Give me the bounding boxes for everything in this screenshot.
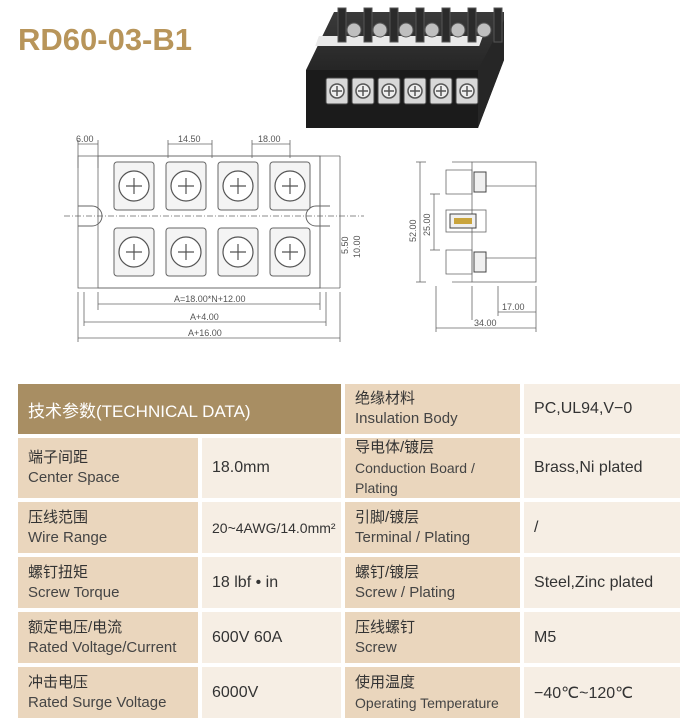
dim-end: 6.00	[76, 134, 94, 144]
dim-pitch-b: 18.00	[258, 134, 281, 144]
screw-torque-value: 18 lbf • in	[200, 555, 346, 612]
conduction-board-value: Brass,Ni plated	[522, 436, 681, 502]
screw-torque-label-cn: 螺钉扭矩	[28, 563, 89, 581]
rated-voltage-label-cn: 额定电压/电流	[28, 618, 123, 636]
center-space-label: 端子间距 Center Space	[18, 436, 202, 502]
rated-voltage-label-en: Rated Voltage/Current	[28, 638, 177, 656]
surge-voltage-label: 冲击电压 Rated Surge Voltage	[18, 665, 202, 722]
side-view-drawing: 52.00 25.00 17.00 34.00	[408, 161, 537, 332]
table-row: 额定电压/电流 Rated Voltage/Current 600V 60A 压…	[18, 610, 681, 667]
product-photo	[306, 7, 504, 128]
dim-depth-small: 17.00	[502, 302, 525, 312]
insulation-label: 绝缘材料 Insulation Body	[343, 384, 525, 438]
conduction-board-label-cn: 导电体/镀层	[355, 439, 435, 456]
screw-plating-label-cn: 螺钉/镀层	[355, 563, 420, 581]
surge-voltage-label-cn: 冲击电压	[28, 673, 89, 691]
insulation-value: PC,UL94,V−0	[522, 384, 681, 438]
screw-plating-value: Steel,Zinc plated	[522, 555, 681, 612]
rated-voltage-value: 600V 60A	[200, 610, 346, 667]
operating-temperature-label-cn: 使用温度	[355, 673, 416, 691]
rated-voltage-label: 额定电压/电流 Rated Voltage/Current	[18, 610, 202, 667]
product-title: RD60-03-B1	[18, 22, 193, 57]
screw-plating-label-en: Screw / Plating	[355, 583, 456, 601]
table-row: 冲击电压 Rated Surge Voltage 6000V 使用温度 Oper…	[18, 665, 681, 722]
operating-temperature-label-en: Operating Temperature	[355, 694, 499, 711]
dim-inner: 25.00	[422, 213, 432, 236]
operating-temperature-label: 使用温度 Operating Temperature	[343, 665, 525, 722]
center-space-label-cn: 端子间距	[28, 449, 89, 466]
screw-label: 压线螺钉 Screw	[343, 610, 525, 667]
conduction-board-label: 导电体/镀层 Conduction Board / Plating	[343, 436, 525, 502]
dim-a4: A+4.00	[190, 312, 219, 322]
wire-range-label-cn: 压线范围	[28, 508, 89, 526]
terminal-label: 引脚/镀层 Terminal / Plating	[343, 500, 525, 557]
screw-label-cn: 压线螺钉	[355, 618, 416, 636]
technical-data-table: 技术参数(TECHNICAL DATA) 绝缘材料 Insulation Bod…	[18, 384, 681, 722]
screw-plating-label: 螺钉/镀层 Screw / Plating	[343, 555, 525, 612]
terminal-value: /	[522, 500, 681, 557]
surge-voltage-value: 6000V	[200, 665, 346, 722]
front-view-drawing: 6.00 14.50 18.00 A=18.00*N+12.00 A+4.00 …	[64, 134, 364, 342]
wire-range-value: 20~4AWG/14.0mm²	[200, 500, 346, 557]
screw-torque-label: 螺钉扭矩 Screw Torque	[18, 555, 202, 612]
wire-range-label-en: Wire Range	[28, 528, 108, 546]
dim-slot: 5.50	[340, 236, 350, 254]
center-space-label-en: Center Space	[28, 469, 120, 486]
table-row: 螺钉扭矩 Screw Torque 18 lbf • in 螺钉/镀层 Scre…	[18, 555, 681, 612]
screw-value: M5	[522, 610, 681, 667]
surge-voltage-label-en: Rated Surge Voltage	[28, 693, 167, 711]
table-row: 压线范围 Wire Range 20~4AWG/14.0mm² 引脚/镀层 Te…	[18, 500, 681, 557]
table-row: 端子间距 Center Space 18.0mm 导电体/镀层 Conducti…	[18, 436, 681, 502]
dim-pitch-a: 14.50	[178, 134, 201, 144]
dim-slot2: 10.00	[352, 235, 362, 258]
wire-range-label: 压线范围 Wire Range	[18, 500, 202, 557]
operating-temperature-value: −40℃~120℃	[522, 665, 681, 722]
terminal-label-cn: 引脚/镀层	[355, 508, 420, 526]
table-header-row: 技术参数(TECHNICAL DATA) 绝缘材料 Insulation Bod…	[18, 384, 681, 438]
screw-label-en: Screw	[355, 638, 397, 656]
dim-depth: 34.00	[474, 318, 497, 328]
table-header: 技术参数(TECHNICAL DATA)	[18, 384, 346, 438]
insulation-label-cn: 绝缘材料	[355, 390, 416, 407]
dim-a16: A+16.00	[188, 328, 222, 338]
terminal-label-en: Terminal / Plating	[355, 528, 471, 546]
center-space-value: 18.0mm	[200, 436, 346, 502]
dim-a: A=18.00*N+12.00	[174, 294, 246, 304]
insulation-label-en: Insulation Body	[355, 410, 458, 427]
dim-height: 52.00	[408, 219, 418, 242]
conduction-board-label-en: Conduction Board / Plating	[355, 460, 475, 496]
screw-torque-label-en: Screw Torque	[28, 583, 120, 601]
